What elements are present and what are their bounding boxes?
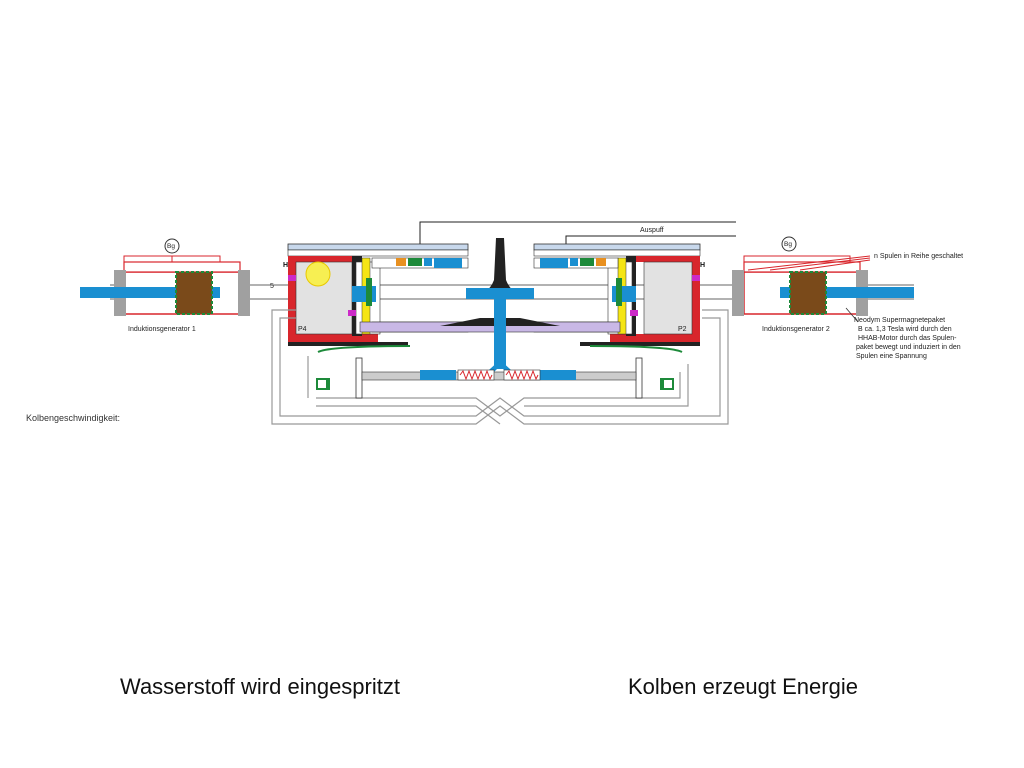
gauge-icon: Bg	[164, 238, 180, 254]
exhaust-line	[336, 221, 736, 247]
svg-text:B ca. 1,3 Tesla wird durch den: B ca. 1,3 Tesla wird durch den	[858, 326, 952, 333]
svg-text:Bg: Bg	[784, 241, 792, 248]
label-p4: P4	[298, 326, 307, 333]
generator-1-label: Induktionsgenerator 1	[128, 326, 196, 333]
return-pipes	[271, 309, 729, 425]
piston-speed-label: Kolbengeschwindigkeit:	[26, 413, 120, 423]
induction-generator-1	[80, 255, 250, 316]
gauge-icon: Bg	[781, 236, 797, 252]
magnet-description: Neodym Supermagnetepaket B ca. 1,3 Tesla…	[854, 317, 961, 360]
induction-generator-2	[732, 255, 914, 316]
generator-2-label: Induktionsgenerator 2	[762, 326, 830, 333]
svg-text:paket bewegt und induziert in: paket bewegt und induziert in den	[856, 344, 961, 351]
svg-text:Spulen eine Spannung: Spulen eine Spannung	[856, 353, 927, 360]
caption-left: Wasserstoff wird eingespritzt	[120, 674, 400, 699]
label-h-right: H	[700, 262, 705, 269]
caption-right: Kolben erzeugt Energie	[628, 674, 858, 699]
label-h-left: H	[283, 262, 288, 269]
exhaust-label: Auspuff	[640, 227, 664, 234]
coils-series-label: n Spulen in Reihe geschaltet	[874, 253, 963, 260]
svg-text:Neodym Supermagnetepaket: Neodym Supermagnetepaket	[854, 317, 945, 324]
lower-spring-cylinder	[355, 357, 643, 399]
label-five: 5	[270, 283, 274, 290]
valve-left	[316, 345, 411, 390]
svg-text:Bg: Bg	[167, 243, 175, 250]
svg-text:HHAB-Motor durch das Spulen-: HHAB-Motor durch das Spulen-	[858, 335, 957, 342]
label-p2: P2	[678, 326, 687, 333]
valve-right	[589, 345, 683, 390]
